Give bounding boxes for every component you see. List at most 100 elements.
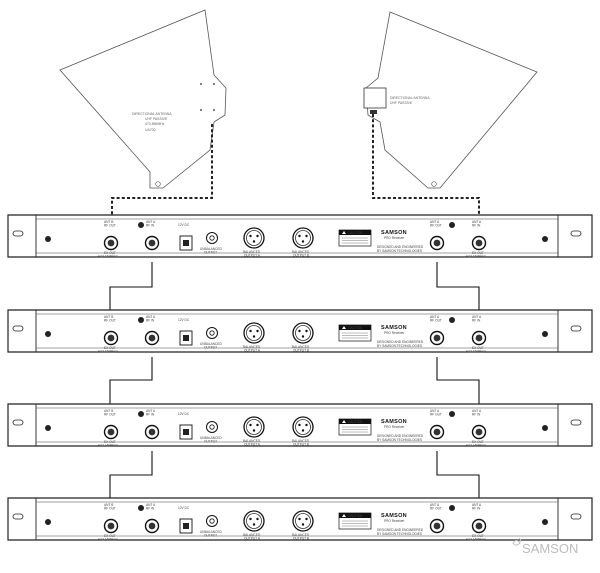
model-label: PRO Receiver	[384, 519, 405, 523]
ant-a-label-right: ANT A	[430, 220, 440, 224]
brand-logo: SAMSON	[381, 513, 407, 519]
ant-a-sublabel-right: RF OUT	[430, 224, 442, 228]
ant-a-label-right: ANT A	[430, 503, 440, 507]
unbalanced-label: UNBALANCED	[200, 342, 222, 346]
design-line-1: DESIGNED AND ENGINEERED	[377, 340, 424, 344]
ext-out-label: EX OUT	[104, 251, 116, 255]
balanced-a-sublabel: OUTPUT A	[244, 443, 261, 447]
ant-b-sublabel-right: RF IN	[472, 413, 481, 417]
ant-b-sublabel: RF OUT	[104, 507, 116, 511]
ant-b-label-right: ANT A	[472, 220, 482, 224]
balanced-b-label: BALANCED	[292, 345, 310, 349]
balanced-a-label: BALANCED	[243, 250, 261, 254]
unbalanced-label: UNBALANCED	[200, 247, 222, 251]
balanced-b-label: BALANCED	[292, 250, 310, 254]
ext-out-sublabel-right: H12-16MBmA	[466, 538, 487, 542]
balanced-a-label: BALANCED	[243, 345, 261, 349]
caution-title: CAUTION	[348, 231, 363, 235]
right-antenna-label-2: UHF PASSIVE	[390, 101, 413, 105]
balanced-b-sublabel: OUTPUT B	[293, 254, 309, 258]
ext-out-label: EX OUT	[104, 346, 116, 350]
ant-a-label-right: ANT A	[430, 315, 440, 319]
ext-out-sublabel: H12-16MBmA	[98, 444, 119, 448]
design-line-1: DESIGNED AND ENGINEERED	[377, 245, 424, 249]
caution-title: CAUTION	[348, 326, 363, 330]
ant-b-sublabel-right: RF IN	[472, 224, 481, 228]
ant-a-sublabel-right: RF OUT	[430, 413, 442, 417]
ant-b-label: ANT B	[104, 315, 113, 319]
unbalanced-label: UNBALANCED	[200, 436, 222, 440]
ant-b-label-right: ANT A	[472, 503, 482, 507]
balanced-b-sublabel: OUTPUT B	[293, 443, 309, 447]
caution-title: CAUTION	[348, 420, 363, 424]
ant-b-sublabel-right: RF IN	[472, 319, 481, 323]
ant-b-sublabel: RF OUT	[104, 224, 116, 228]
ext-out-sublabel: H12-16MBmA	[98, 538, 119, 542]
design-line-2: BY SAMSON TECHNOLOGIES	[377, 532, 422, 536]
unbalanced-sublabel: OUTPUT	[204, 440, 217, 444]
unbalanced-sublabel: OUTPUT	[204, 346, 217, 350]
balanced-b-label: BALANCED	[292, 439, 310, 443]
ant-b-sublabel-right: RF IN	[472, 507, 481, 511]
ant-b-label: ANT B	[104, 503, 113, 507]
ant-a-label-left: ANT A	[146, 220, 156, 224]
caution-title: CAUTION	[348, 514, 363, 518]
left-antenna-label-3: 470-865MHz	[145, 122, 165, 126]
ant-a-sublabel-left: RF IN	[146, 224, 155, 228]
unbalanced-label: UNBALANCED	[200, 530, 222, 534]
ant-a-label-left: ANT A	[146, 315, 156, 319]
design-line-2: BY SAMSON TECHNOLOGIES	[377, 344, 422, 348]
ext-out-label-right: EX OUT	[472, 534, 484, 538]
ant-a-label-left: ANT A	[146, 503, 156, 507]
cascade-cables	[109, 262, 480, 528]
ext-out-label-right: EX OUT	[472, 346, 484, 350]
balanced-a-sublabel: OUTPUT A	[244, 537, 261, 541]
ant-b-label-right: ANT A	[472, 315, 482, 319]
ant-a-sublabel-right: RF OUT	[430, 319, 442, 323]
model-label: PRO Receiver	[384, 236, 405, 240]
ant-a-label-right: ANT A	[430, 409, 440, 413]
balanced-b-sublabel: OUTPUT B	[293, 537, 309, 541]
brand-logo: SAMSON	[381, 419, 407, 425]
ext-out-sublabel: H12-16MBmA	[98, 255, 119, 259]
right-antenna-label-1: DIRECTIONAL ANTENNA	[390, 96, 430, 100]
power-label: 12V DC	[178, 223, 190, 227]
antenna-cables	[111, 114, 480, 232]
unbalanced-sublabel: OUTPUT	[204, 251, 217, 255]
ext-out-sublabel-right: H12-16MBmA	[466, 350, 487, 354]
left-antenna-label-1: DIRECTIONAL ANTENNA	[132, 112, 172, 116]
watermark: SAMSON	[512, 537, 578, 556]
balanced-a-label: BALANCED	[243, 533, 261, 537]
balanced-a-sublabel: OUTPUT A	[244, 349, 261, 353]
ext-out-label-right: EX OUT	[472, 251, 484, 255]
left-antenna: DIRECTIONAL ANTENNA UHF PASSIVE 470-865M…	[59, 9, 227, 189]
left-antenna-label-2: UHF PASSIVE	[145, 117, 168, 121]
ext-out-label: EX OUT	[104, 534, 116, 538]
balanced-a-label: BALANCED	[243, 439, 261, 443]
balanced-b-label: BALANCED	[292, 533, 310, 537]
model-label: PRO Receiver	[384, 425, 405, 429]
ant-a-label-left: ANT A	[146, 409, 156, 413]
ant-a-sublabel-right: RF OUT	[430, 507, 442, 511]
watermark-text: SAMSON	[522, 541, 578, 556]
ext-out-label: EX OUT	[104, 440, 116, 444]
ant-b-label: ANT B	[104, 409, 113, 413]
ant-b-sublabel: RF OUT	[104, 413, 116, 417]
design-line-1: DESIGNED AND ENGINEERED	[377, 434, 424, 438]
balanced-a-sublabel: OUTPUT A	[244, 254, 261, 258]
model-label: PRO Receiver	[384, 331, 405, 335]
antenna-connector-box	[363, 87, 387, 109]
ant-a-sublabel-left: RF IN	[146, 319, 155, 323]
brand-logo: SAMSON	[381, 230, 407, 236]
ext-out-label-right: EX OUT	[472, 440, 484, 444]
unbalanced-sublabel: OUTPUT	[204, 534, 217, 538]
ant-b-sublabel: RF OUT	[104, 319, 116, 323]
ant-b-label: ANT B	[104, 220, 113, 224]
right-antenna-cable	[372, 114, 480, 232]
power-label: 12V DC	[178, 506, 190, 510]
